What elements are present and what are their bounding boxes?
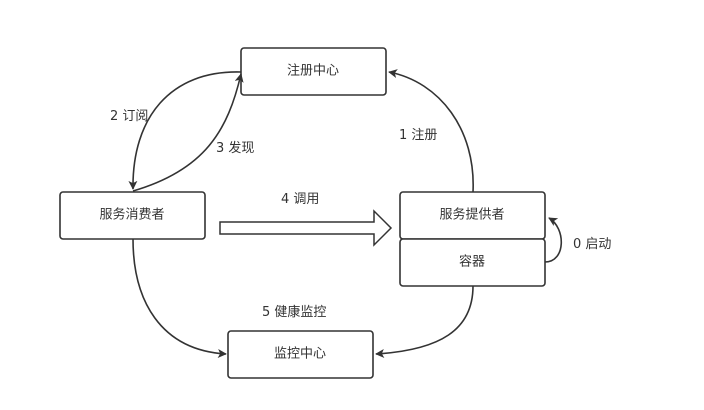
monitor-node: 监控中心 <box>227 330 374 379</box>
start-arrow <box>544 217 563 263</box>
provider-label: 服务提供者 <box>439 207 504 223</box>
register-label: 1 注册 <box>399 128 437 143</box>
invoke-label: 4 调用 <box>281 192 319 207</box>
health-monitor-label: 5 健康监控 <box>262 304 326 320</box>
monitor-label: 监控中心 <box>274 347 326 362</box>
container-to-monitor-arrow <box>375 285 474 358</box>
registry-label: 注册中心 <box>287 64 339 79</box>
consumer-to-monitor-arrow <box>132 238 227 358</box>
container-label: 容器 <box>459 254 485 270</box>
consumer-label: 服务消费者 <box>99 207 164 223</box>
provider-node: 服务提供者 <box>399 191 546 240</box>
invoke-arrow <box>219 209 393 247</box>
register-arrow <box>388 69 474 193</box>
registry-node: 注册中心 <box>240 47 387 96</box>
subscribe-arrow <box>128 71 242 190</box>
discover-arrow <box>132 73 244 192</box>
subscribe-label: 2 订阅 <box>110 109 148 124</box>
consumer-node: 服务消费者 <box>59 191 206 240</box>
container-node: 容器 <box>399 238 546 287</box>
start-label: 0 启动 <box>573 237 611 252</box>
discover-label: 3 发现 <box>216 140 254 156</box>
